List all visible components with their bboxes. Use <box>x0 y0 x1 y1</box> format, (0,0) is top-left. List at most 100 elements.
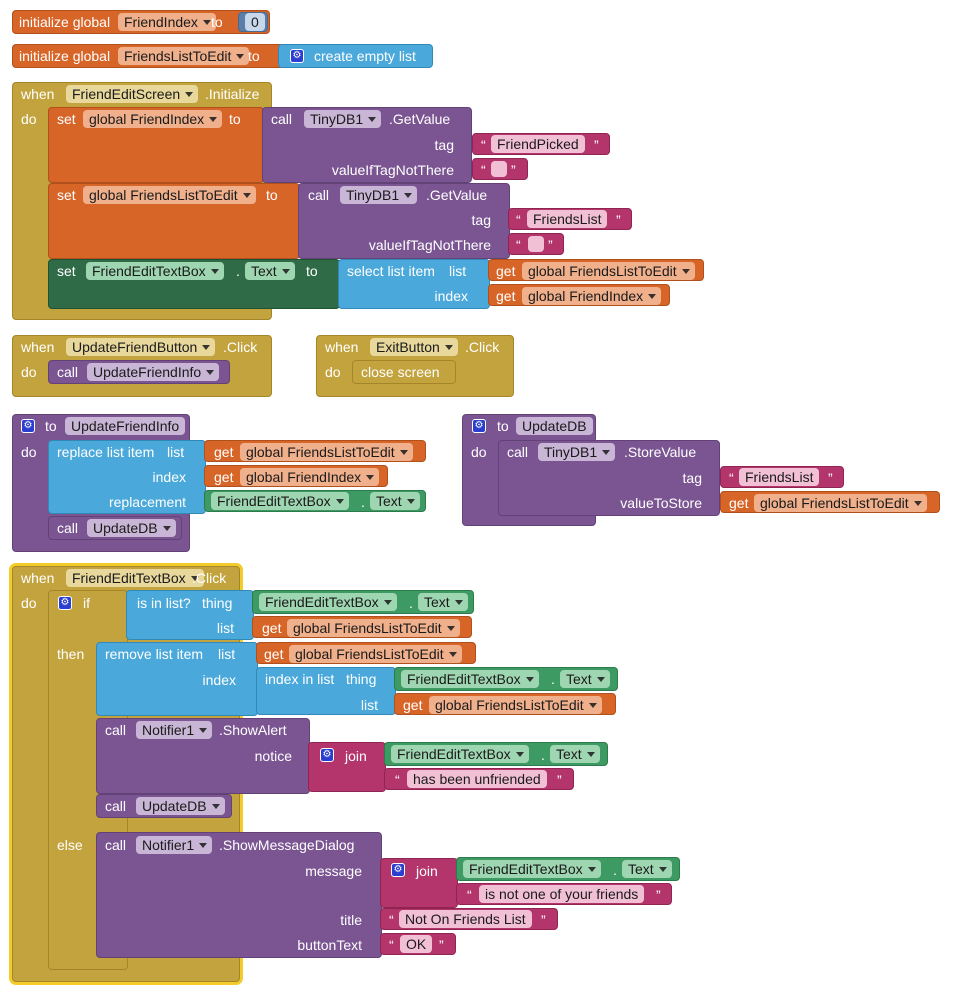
value-to-store-label: valueToStore <box>620 495 702 511</box>
call-keyword: call <box>308 187 330 203</box>
mutator-gear-icon[interactable]: ⚙ <box>472 419 486 433</box>
tinydb-dropdown[interactable]: TinyDB1 <box>340 186 418 204</box>
list-label: list <box>167 444 185 460</box>
if-keyword: if <box>83 595 90 611</box>
procedure-dropdown[interactable]: UpdateFriendInfo <box>87 363 220 381</box>
tinydb-dropdown[interactable]: TinyDB1 <box>538 443 616 461</box>
quote-open: “ <box>395 772 400 788</box>
var-dropdown[interactable]: global FriendsListToEdit <box>287 619 460 637</box>
component-dropdown[interactable]: FriendEditTextBox <box>86 262 224 280</box>
component-dropdown[interactable]: FriendEditTextBox <box>391 745 529 763</box>
property-dropdown[interactable]: Text <box>370 492 420 510</box>
var-dropdown[interactable]: global FriendsListToEdit <box>429 696 602 714</box>
mutator-gear-icon[interactable]: ⚙ <box>290 49 304 63</box>
component-dropdown[interactable]: FriendEditTextBox <box>211 492 349 510</box>
number-field[interactable]: 0 <box>245 13 265 31</box>
quote-close: ” <box>511 162 516 178</box>
text-field[interactable]: has been unfriended <box>407 770 547 788</box>
tinydb-dropdown[interactable]: TinyDB1 <box>304 110 382 128</box>
mutator-gear-icon[interactable]: ⚙ <box>391 863 405 877</box>
replace-list-item-label: replace list item <box>57 444 155 460</box>
call-keyword: call <box>105 837 127 853</box>
procedure-name-field[interactable]: UpdateFriendInfo <box>65 417 186 435</box>
procedure-name-field[interactable]: UpdateDB <box>516 417 593 435</box>
quote-close: ” <box>616 212 621 228</box>
var-dropdown[interactable]: global FriendsListToEdit <box>83 186 256 204</box>
text-field[interactable]: is not one of your friends <box>479 885 645 903</box>
var-dropdown[interactable]: global FriendsListToEdit <box>754 494 927 512</box>
notifier-dropdown[interactable]: Notifier1 <box>136 721 213 739</box>
quote-close: ” <box>541 912 546 928</box>
property-dropdown[interactable]: Text <box>550 745 600 763</box>
var-dropdown[interactable]: global FriendIndex <box>83 110 223 128</box>
quote-close: ” <box>656 887 661 903</box>
property-dropdown[interactable]: Text <box>245 262 295 280</box>
var-dropdown[interactable]: global FriendsListToEdit <box>240 443 413 461</box>
mutator-gear-icon[interactable]: ⚙ <box>21 419 35 433</box>
text-field[interactable]: Not On Friends List <box>399 910 532 928</box>
empty-text-field[interactable] <box>528 236 544 252</box>
event-name: .Initialize <box>205 86 260 102</box>
mutator-gear-icon[interactable]: ⚙ <box>320 748 334 762</box>
dot-label: . <box>361 494 365 510</box>
quote-open: “ <box>516 237 521 253</box>
quote-open: “ <box>389 912 394 928</box>
join-label: join <box>416 863 438 879</box>
procedure-dropdown[interactable]: UpdateDB <box>87 519 176 537</box>
var-dropdown[interactable]: global FriendsListToEdit <box>289 645 462 663</box>
property-dropdown[interactable]: Text <box>622 860 672 878</box>
quote-open: “ <box>481 137 486 153</box>
quote-open: “ <box>516 212 521 228</box>
when-keyword: when <box>21 86 55 102</box>
text-field[interactable]: OK <box>400 935 433 953</box>
when-keyword: when <box>325 339 359 355</box>
set-keyword: set <box>57 263 76 279</box>
do-keyword: do <box>471 444 487 460</box>
event-name: .Click <box>192 570 227 586</box>
component-dropdown[interactable]: ExitButton <box>370 338 458 356</box>
when-keyword: when <box>21 339 55 355</box>
text-field[interactable]: FriendsList <box>527 210 608 228</box>
var-dropdown[interactable]: global FriendsListToEdit <box>522 262 695 280</box>
procedure-dropdown[interactable]: UpdateDB <box>136 797 225 815</box>
close-screen-block[interactable] <box>352 360 456 384</box>
component-dropdown[interactable]: FriendEditTextBox <box>401 670 539 688</box>
component-dropdown[interactable]: FriendEditTextBox <box>66 569 204 587</box>
tag-label: tag <box>434 137 454 153</box>
replace-list-item-block[interactable] <box>48 440 206 514</box>
var-dropdown[interactable]: global FriendIndex <box>240 468 380 486</box>
empty-text-field[interactable] <box>491 161 507 177</box>
is-in-list-label: is in list? <box>137 595 191 611</box>
property-dropdown[interactable]: Text <box>560 670 610 688</box>
text-field[interactable]: FriendsList <box>739 468 820 486</box>
set-keyword: set <box>57 111 76 127</box>
component-dropdown[interactable]: UpdateFriendButton <box>66 338 216 356</box>
component-dropdown[interactable]: FriendEditScreen <box>66 85 199 103</box>
quote-close: ” <box>439 937 444 953</box>
mutator-gear-icon[interactable]: ⚙ <box>58 596 72 610</box>
text-field[interactable]: FriendPicked <box>491 135 585 153</box>
is-in-list-block[interactable] <box>126 590 254 640</box>
var-dropdown[interactable]: global FriendIndex <box>522 287 662 305</box>
select-list-item-block[interactable] <box>338 259 490 309</box>
method-name: .ShowAlert <box>219 722 287 738</box>
get-keyword: get <box>496 288 516 304</box>
component-dropdown[interactable]: FriendEditTextBox <box>259 593 397 611</box>
var-name-field[interactable]: FriendsListToEdit <box>118 47 250 65</box>
component-dropdown[interactable]: FriendEditTextBox <box>463 860 601 878</box>
dot-label: . <box>409 595 413 611</box>
method-name: .GetValue <box>389 111 451 127</box>
to-keyword: to <box>497 418 509 434</box>
index-label: index <box>152 469 186 485</box>
dot-label: . <box>613 862 617 878</box>
notice-label: notice <box>254 748 292 764</box>
tinydb-getvalue-block[interactable] <box>262 107 472 183</box>
event-name: .Click <box>465 339 500 355</box>
get-keyword: get <box>496 263 516 279</box>
index-in-list-block[interactable] <box>256 667 396 715</box>
property-dropdown[interactable]: Text <box>418 593 468 611</box>
var-name-field[interactable]: FriendIndex <box>118 13 216 31</box>
replacement-label: replacement <box>108 494 186 510</box>
notifier-dropdown[interactable]: Notifier1 <box>136 836 213 854</box>
message-label: message <box>305 863 362 879</box>
